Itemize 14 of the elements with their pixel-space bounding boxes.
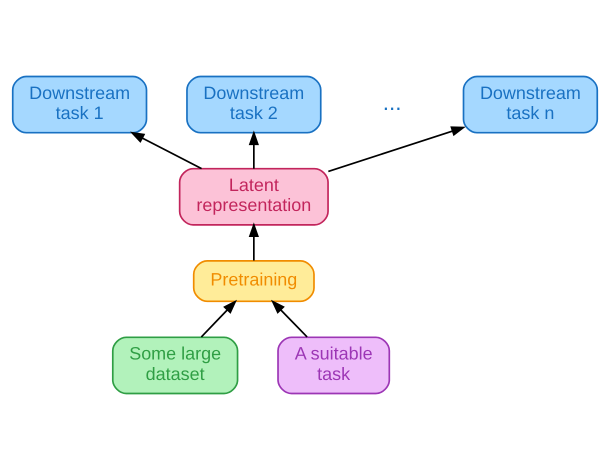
node-box: A suitable task — [277, 336, 390, 394]
arrow — [248, 130, 259, 168]
label: ... — [382, 90, 402, 115]
arrow — [248, 222, 259, 260]
arrow — [328, 126, 466, 172]
arrow — [130, 131, 202, 169]
node-box: Some large dataset — [112, 336, 238, 394]
node-box: Downstream task n — [462, 75, 598, 134]
node-box: Downstream task 2 — [186, 75, 322, 134]
arrow — [200, 299, 237, 338]
node-box: Pretraining — [192, 260, 315, 302]
node-box: Latent representation — [178, 167, 329, 226]
arrow — [270, 299, 308, 338]
node-box: Downstream task 1 — [12, 75, 148, 134]
